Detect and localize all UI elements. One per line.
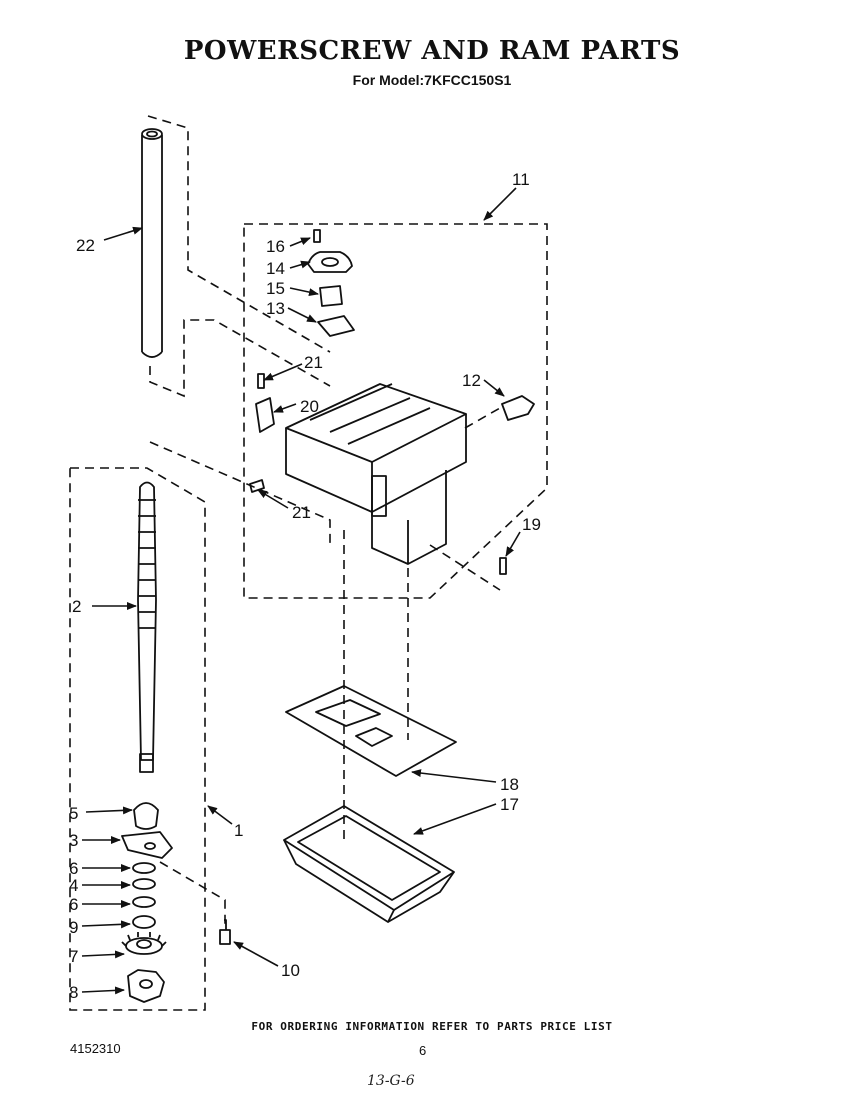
arrow-15 bbox=[289, 287, 319, 297]
label-2: 2 bbox=[72, 597, 81, 616]
label-21b: 21 bbox=[292, 503, 311, 522]
label-6a: 6 bbox=[69, 859, 78, 878]
part-14 bbox=[307, 251, 353, 273]
page-number: 6 bbox=[419, 1043, 427, 1058]
arrow-19 bbox=[505, 531, 521, 557]
label-12: 12 bbox=[462, 371, 481, 390]
tube-22 bbox=[141, 128, 163, 358]
part-5 bbox=[133, 802, 159, 830]
tube-guide-lines bbox=[147, 115, 331, 398]
arrow-16 bbox=[289, 237, 311, 247]
arrow-12 bbox=[483, 379, 505, 397]
label-22: 22 bbox=[76, 236, 95, 255]
document-number: 4152310 bbox=[70, 1041, 121, 1056]
label-4: 4 bbox=[69, 876, 78, 895]
part-8-nut bbox=[127, 969, 165, 1003]
part-19 bbox=[499, 557, 507, 575]
arrow-21a bbox=[263, 363, 303, 381]
ram-housing bbox=[285, 383, 467, 565]
label-11: 11 bbox=[512, 170, 530, 189]
model-subtitle: For Model:7KFCC150S1 bbox=[352, 72, 512, 88]
label-21a: 21 bbox=[304, 353, 323, 372]
arrow-5 bbox=[85, 806, 133, 815]
handwritten-note: 13-G-6 bbox=[367, 1073, 415, 1089]
arrow-11 bbox=[483, 187, 517, 221]
cover-leaders bbox=[343, 530, 409, 840]
dashed-boundaries bbox=[69, 115, 548, 1011]
screw19-leader bbox=[429, 544, 501, 591]
powerscrew-assembly-boundary bbox=[69, 467, 206, 1011]
part-10-bolt bbox=[219, 919, 231, 945]
part-9 bbox=[132, 915, 156, 929]
label-3: 3 bbox=[69, 831, 78, 850]
part-15 bbox=[319, 285, 343, 307]
arrow-20 bbox=[273, 403, 297, 413]
screw-guide-lines bbox=[149, 441, 331, 545]
label-1: 1 bbox=[234, 821, 243, 840]
label-17: 17 bbox=[500, 795, 519, 814]
label-5: 5 bbox=[69, 804, 78, 823]
arrow-7 bbox=[81, 950, 125, 959]
part-6b bbox=[132, 896, 156, 908]
part-16 bbox=[313, 229, 321, 243]
part-21a bbox=[257, 373, 265, 389]
arrow-14 bbox=[289, 260, 311, 269]
part-3 bbox=[121, 831, 173, 859]
label-16: 16 bbox=[266, 237, 285, 256]
label-15: 15 bbox=[266, 279, 285, 298]
part-12 bbox=[501, 395, 535, 421]
label-20: 20 bbox=[300, 397, 319, 416]
part-13 bbox=[317, 315, 355, 337]
arrow-21b bbox=[257, 489, 289, 509]
arrow-8 bbox=[81, 986, 125, 995]
arrow-10 bbox=[233, 941, 279, 967]
label-13: 13 bbox=[266, 299, 285, 318]
label-8: 8 bbox=[69, 983, 78, 1002]
label-14: 14 bbox=[266, 259, 285, 278]
label-9: 9 bbox=[69, 918, 78, 937]
part-7-sprocket bbox=[121, 932, 167, 955]
bolt10-leader bbox=[159, 861, 226, 930]
arrow-18 bbox=[411, 769, 497, 783]
part-21b bbox=[249, 479, 265, 493]
part-4 bbox=[132, 878, 156, 890]
parts-artwork bbox=[121, 128, 535, 1003]
label-10: 10 bbox=[281, 961, 300, 980]
part-6a bbox=[132, 862, 156, 874]
label-6b: 6 bbox=[69, 895, 78, 914]
powerscrew-2 bbox=[137, 481, 157, 773]
callout-arrows bbox=[81, 187, 521, 995]
arrow-1 bbox=[207, 805, 233, 825]
part12-leader bbox=[464, 407, 501, 429]
part-18-cover-plate bbox=[285, 685, 457, 777]
part-3-hole bbox=[144, 842, 156, 850]
arrow-17 bbox=[413, 803, 497, 835]
label-19: 19 bbox=[522, 515, 541, 534]
ram-assembly-boundary bbox=[243, 223, 548, 599]
part-20 bbox=[255, 397, 275, 433]
page-title: POWERSCREW AND RAM PARTS bbox=[183, 36, 681, 66]
label-7: 7 bbox=[69, 947, 78, 966]
ordering-info-note: FOR ORDERING INFORMATION REFER TO PARTS … bbox=[251, 1020, 613, 1033]
part-17-pan bbox=[283, 805, 455, 923]
arrow-9 bbox=[81, 920, 131, 929]
arrow-22 bbox=[103, 226, 143, 241]
callout-labels: 22 2 5 3 6 4 6 9 7 8 1 10 11 16 14 15 13… bbox=[69, 170, 541, 1002]
arrow-13 bbox=[287, 307, 317, 323]
label-18: 18 bbox=[500, 775, 519, 794]
